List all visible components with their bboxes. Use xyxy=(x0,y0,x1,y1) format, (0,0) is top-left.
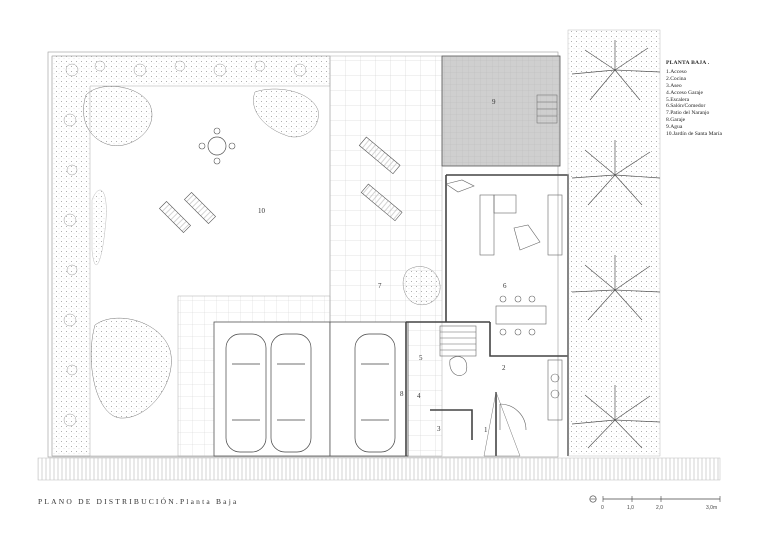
room-number-10: 10 xyxy=(258,207,266,215)
pool-area xyxy=(441,55,561,167)
scale-bar: 0 1,0 2,0 3,0m xyxy=(589,495,721,511)
legend-list: 1.Acceso 2.Cocina 3.Aseo 4.Acceso Garaje… xyxy=(666,69,722,138)
room-number-7: 7 xyxy=(378,282,382,290)
room-number-6: 6 xyxy=(503,282,507,290)
legend-item: 3.Aseo xyxy=(666,82,682,89)
legend-item: 1.Acceso xyxy=(666,68,687,75)
entrance-path xyxy=(483,391,521,457)
legend-item: 7.Patio del Naranjo xyxy=(666,110,710,117)
scale-tick-1: 1,0 xyxy=(627,505,634,511)
room-number-2: 2 xyxy=(502,364,506,372)
house-interior xyxy=(439,179,563,431)
room-number-5: 5 xyxy=(419,354,423,362)
room-labels: 1 2 3 4 5 6 7 8 9 10 xyxy=(258,98,507,434)
legend-item: 2.Cocina xyxy=(666,75,687,82)
plan-title: PLANO DE DISTRIBUCIÓN.Planta Baja xyxy=(38,497,239,506)
garage-area xyxy=(213,321,409,457)
legend-item: 10.Jardín de Santa María xyxy=(666,131,722,138)
legend: PLANTA BAJA . 1.Acceso 2.Cocina 3.Aseo 4… xyxy=(666,60,722,138)
legend-item: 8.Garaje xyxy=(666,117,686,124)
site-outline xyxy=(47,51,559,458)
room-number-4: 4 xyxy=(417,392,421,400)
legend-item: 6.Salón/Comedor xyxy=(666,103,706,110)
scale-tick-2: 2,0 xyxy=(656,505,663,511)
street-paving xyxy=(37,457,721,481)
scale-tick-3: 3,0m xyxy=(706,505,717,511)
pool-steps xyxy=(536,94,558,124)
legend-item: 9.Agua xyxy=(666,124,683,131)
room-number-8: 8 xyxy=(400,390,404,398)
legend-item: 4.Acceso Garaje xyxy=(666,89,703,96)
legend-item: 5.Escalera xyxy=(666,96,690,103)
room-number-9: 9 xyxy=(492,98,496,106)
scale-tick-0: 0 xyxy=(601,505,604,511)
room-number-3: 3 xyxy=(437,425,441,433)
room-number-1: 1 xyxy=(484,426,488,434)
garden-area xyxy=(51,55,331,457)
palm-strip xyxy=(567,29,661,457)
legend-title: PLANTA BAJA . xyxy=(666,60,710,66)
